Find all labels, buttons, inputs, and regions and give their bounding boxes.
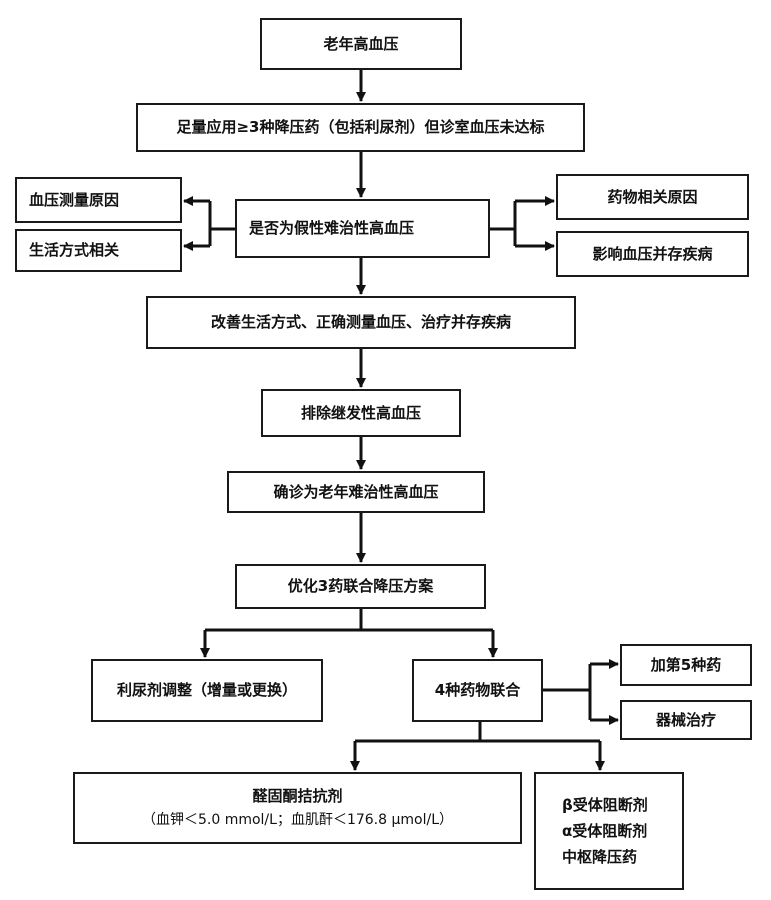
node-aldosterone: 醛固酮拮抗剂 （血钾＜5.0 mmol/L；血肌酐＜176.8 μmol/L）	[73, 772, 522, 844]
central-drug-label: 中枢降压药	[562, 848, 638, 867]
beta-blocker-label: β受体阻断剂	[562, 795, 648, 814]
node-bp-measure: 血压测量原因	[15, 177, 182, 223]
node-drug-cause: 药物相关原因	[556, 174, 749, 220]
node-pseudo: 是否为假性难治性高血压	[235, 199, 490, 258]
node-lifestyle: 生活方式相关	[15, 229, 182, 272]
node-fifth-drug: 加第5种药	[620, 644, 752, 686]
node-four-drug: 4种药物联合	[412, 659, 543, 722]
node-device: 器械治疗	[620, 700, 752, 740]
node-root: 老年高血压	[260, 18, 462, 70]
node-exclude: 排除继发性高血压	[261, 389, 461, 437]
node-comorbid: 影响血压并存疾病	[556, 231, 749, 277]
node-diuretic-adjust: 利尿剂调整（增量或更换）	[91, 659, 323, 722]
aldosterone-note: （血钾＜5.0 mmol/L；血肌酐＜176.8 μmol/L）	[141, 811, 453, 828]
node-other-drugs: β受体阻断剂 α受体阻断剂 中枢降压药	[534, 772, 684, 890]
node-confirm: 确诊为老年难治性高血压	[227, 471, 485, 513]
aldosterone-title: 醛固酮拮抗剂	[252, 787, 343, 806]
node-full-dose: 足量应用≥3种降压药（包括利尿剂）但诊室血压未达标	[136, 103, 585, 152]
node-improve: 改善生活方式、正确测量血压、治疗并存疾病	[146, 296, 576, 349]
node-optimize: 优化3药联合降压方案	[235, 564, 486, 609]
alpha-blocker-label: α受体阻断剂	[562, 821, 648, 840]
